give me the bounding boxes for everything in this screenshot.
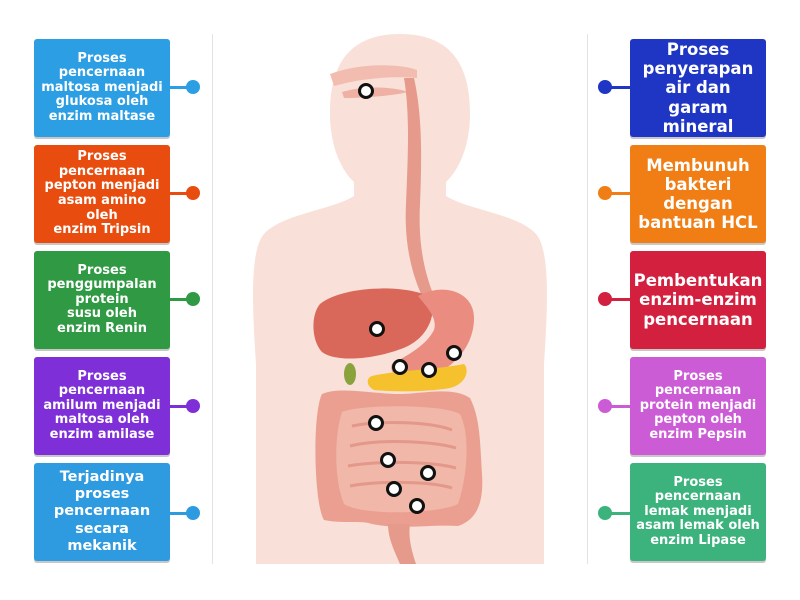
hotspot-small-intestine-2[interactable] — [420, 465, 436, 481]
connector-left-1 — [170, 86, 192, 89]
pin-left-2[interactable] — [186, 186, 200, 200]
hotspot-mouth[interactable] — [358, 83, 374, 99]
label-text: Proses penyerapan air dan garam mineral — [642, 40, 754, 136]
hotspot-small-intestine-3[interactable] — [386, 481, 402, 497]
label-text: Proses pencernaan amilum menjadi maltosa… — [43, 368, 161, 442]
label-text: Membunuh bakteri dengan bantuan HCL — [638, 155, 758, 233]
pin-right-2[interactable] — [598, 186, 612, 200]
label-text: Proses penggumpalan protein susu oleh en… — [47, 262, 157, 336]
pin-left-4[interactable] — [186, 399, 200, 413]
connector-right-2 — [606, 192, 632, 195]
label-card-penyerapan[interactable]: Proses penyerapan air dan garam mineral — [630, 39, 766, 137]
label-card-pepsin[interactable]: Proses pencernaan protein menjadi pepton… — [630, 357, 766, 455]
label-text: Pembentukan enzim-enzim pencernaan — [633, 271, 763, 329]
label-text: Proses pencernaan protein menjadi pepton… — [639, 368, 757, 442]
pin-right-3[interactable] — [598, 292, 612, 306]
connector-left-5 — [170, 512, 192, 515]
label-card-maltase[interactable]: Proses pencernaan maltosa menjadi glukos… — [34, 39, 170, 137]
label-card-lipase[interactable]: Proses pencernaan lemak menjadi asam lem… — [630, 463, 766, 561]
label-text: Proses pencernaan lemak menjadi asam lem… — [636, 474, 760, 548]
hotspot-liver[interactable] — [369, 321, 385, 337]
label-card-amilase[interactable]: Proses pencernaan amilum menjadi maltosa… — [34, 357, 170, 455]
label-card-renin[interactable]: Proses penggumpalan protein susu oleh en… — [34, 251, 170, 349]
connector-right-5 — [606, 512, 632, 515]
connector-left-3 — [170, 298, 192, 301]
pin-right-4[interactable] — [598, 399, 612, 413]
pin-right-1[interactable] — [598, 80, 612, 94]
pin-right-5[interactable] — [598, 506, 612, 520]
pin-left-5[interactable] — [186, 506, 200, 520]
pin-left-3[interactable] — [186, 292, 200, 306]
connector-right-1 — [606, 86, 632, 89]
hotspot-small-intestine-4[interactable] — [409, 498, 425, 514]
label-card-hcl[interactable]: Membunuh bakteri dengan bantuan HCL — [630, 145, 766, 243]
hotspot-pancreas-right[interactable] — [421, 362, 437, 378]
label-card-enzim[interactable]: Pembentukan enzim-enzim pencernaan — [630, 251, 766, 349]
label-card-mekanik[interactable]: Terjadinya proses pencernaan secara meka… — [34, 463, 170, 561]
connector-right-3 — [606, 298, 632, 301]
label-card-tripsin[interactable]: Proses pencernaan pepton menjadi asam am… — [34, 145, 170, 243]
hotspot-pancreas-left[interactable] — [392, 359, 408, 375]
hotspot-large-intestine[interactable] — [368, 415, 384, 431]
label-text: Proses pencernaan pepton menjadi asam am… — [44, 149, 160, 238]
connector-left-4 — [170, 405, 192, 408]
pin-left-1[interactable] — [186, 80, 200, 94]
label-text: Terjadinya proses pencernaan secara meka… — [53, 468, 151, 555]
connector-left-2 — [170, 192, 192, 195]
label-text: Proses pencernaan maltosa menjadi glukos… — [41, 50, 163, 124]
connector-right-4 — [606, 405, 632, 408]
hotspot-small-intestine-1[interactable] — [380, 452, 396, 468]
hotspot-stomach-upper[interactable] — [446, 345, 462, 361]
